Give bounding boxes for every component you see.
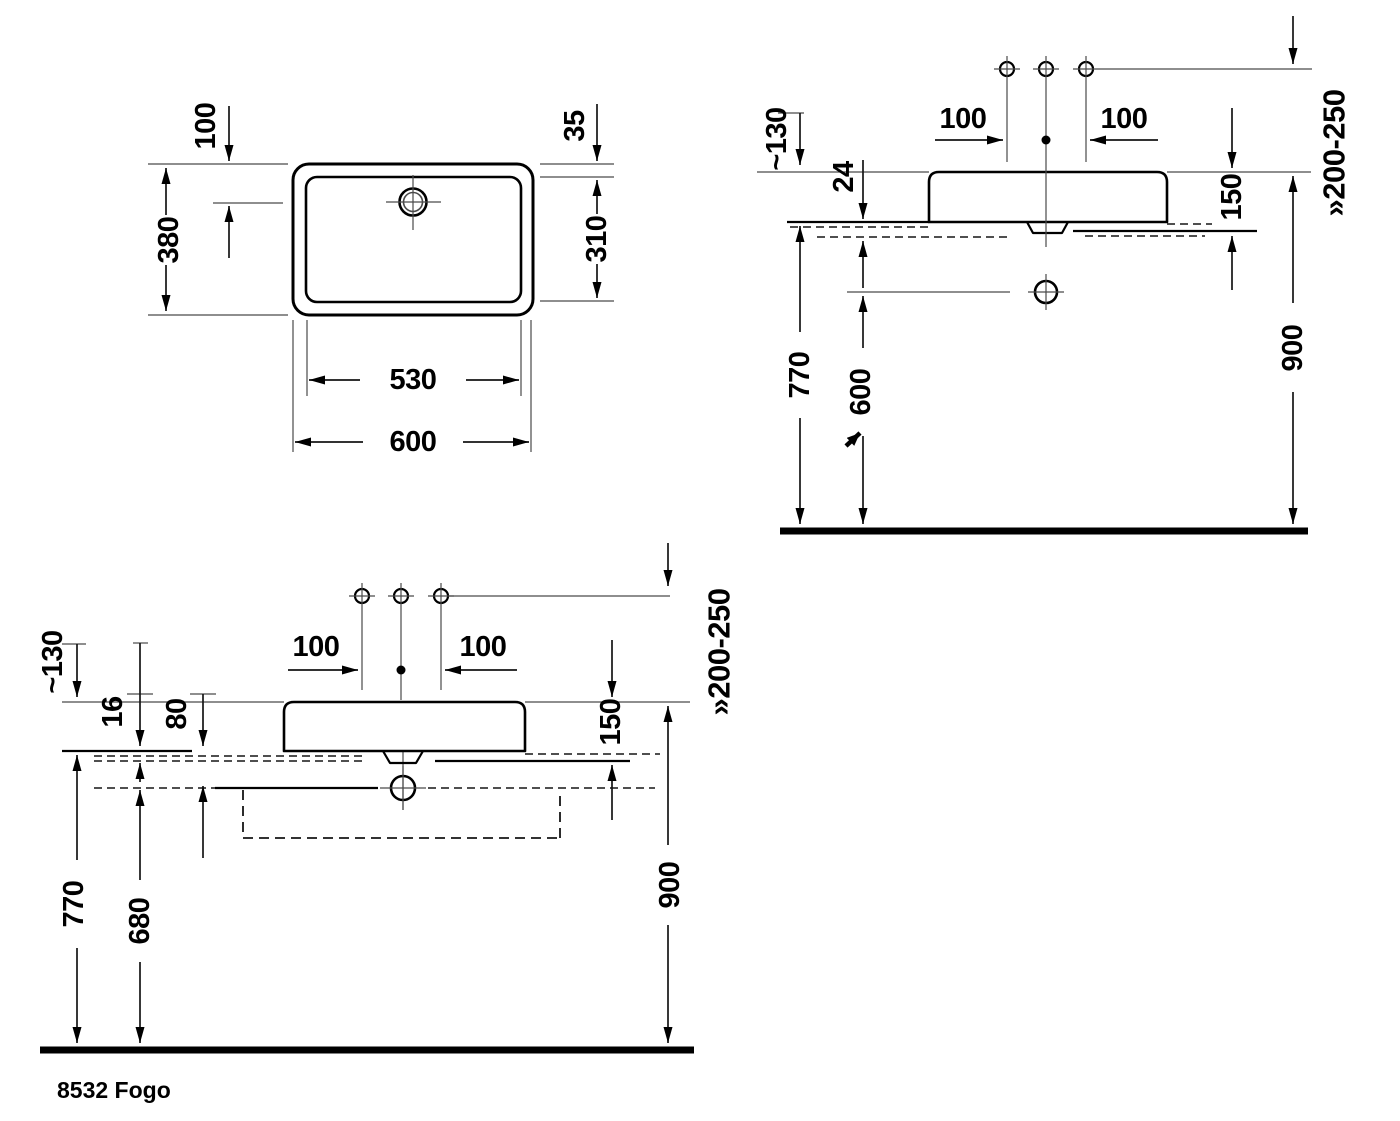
- dimension-label-rim-above-counter: 24: [828, 161, 860, 193]
- hole-spacing-origin-dot: [1041, 135, 1051, 145]
- tap-holes: [349, 583, 454, 609]
- dimension-label-rim-height: 900: [654, 862, 686, 909]
- plan-dimensions: 100 380 35 310 530 600: [153, 103, 613, 458]
- drain-outlet-icon: [1028, 274, 1064, 310]
- tap-holes: [994, 56, 1099, 82]
- side-elevation-view: ~130 24 100 100 150 »200-250 770 600 900: [757, 16, 1352, 535]
- dimension-label-recess-depth: 80: [161, 698, 193, 729]
- tap-hole-icon: [1073, 56, 1099, 82]
- counter-lines-front: [62, 749, 660, 839]
- dimension-label-faucet-height: ~130: [37, 630, 69, 693]
- front-dimensions: ~130 16 80 100 100 150 »200-250 770 680 …: [37, 543, 737, 1043]
- dimension-label-rear-offset: 100: [190, 103, 222, 150]
- tap-hole-icon: [349, 583, 375, 609]
- dimension-label-hole-left: 100: [293, 631, 340, 663]
- height-adjust-arrow-icon: [844, 431, 862, 448]
- dimension-label-width: 600: [390, 426, 437, 458]
- plan-view: 100 380 35 310 530 600: [148, 103, 614, 458]
- drain-outlet-icon: [380, 766, 426, 810]
- basin-plan-outline: [291, 162, 535, 317]
- dimension-label-wall-distance: »200-250: [1317, 89, 1352, 216]
- dimension-label-bowl-width: 530: [390, 364, 437, 396]
- dimension-label-hole-right: 100: [460, 631, 507, 663]
- drain-hole-icon: [386, 175, 441, 230]
- tap-hole-icon: [1033, 56, 1059, 82]
- dimension-label-rim-width: 35: [559, 110, 591, 142]
- dimension-label-depth: 380: [153, 217, 185, 264]
- side-extension-lines: [757, 68, 1312, 293]
- dimension-label-drain-height: 680: [124, 898, 156, 945]
- tap-hole-icon: [994, 56, 1020, 82]
- dimension-label-rim-height: 900: [1277, 325, 1309, 372]
- dimension-label-counter-height: 770: [784, 352, 816, 399]
- dimension-label-bowl-depth: 310: [581, 216, 613, 263]
- dimension-label-basin-height: 150: [595, 699, 627, 746]
- drain-fitting: [382, 750, 424, 765]
- hole-spacing-origin-dot: [396, 665, 406, 675]
- basin-front-outline: [282, 700, 527, 765]
- dimension-label-counter-thickness: 16: [97, 696, 129, 728]
- dimension-label-hole-right: 100: [1101, 103, 1148, 135]
- tap-hole-icon: [388, 583, 414, 609]
- dimension-label-hole-left: 100: [940, 103, 987, 135]
- dimension-label-counter-height: 770: [58, 881, 90, 928]
- dimension-label-faucet-height: ~130: [761, 107, 793, 170]
- front-extension-lines: [62, 595, 690, 810]
- drain-fitting: [1026, 221, 1069, 235]
- dimension-label-wall-distance: »200-250: [702, 588, 737, 715]
- model-number-label: 8532 Fogo: [57, 1077, 171, 1103]
- dimension-label-basin-height: 150: [1216, 174, 1248, 221]
- tap-hole-icon: [428, 583, 454, 609]
- counter-lines-side: [787, 220, 1257, 238]
- dimension-label-drain-height: 600: [845, 369, 877, 416]
- basin-side-outline: [927, 168, 1169, 247]
- front-elevation-view: ~130 16 80 100 100 150 »200-250 770 680 …: [37, 543, 737, 1054]
- plan-extension-lines: [148, 163, 614, 452]
- side-dimensions: ~130 24 100 100 150 »200-250 770 600 900: [761, 16, 1352, 524]
